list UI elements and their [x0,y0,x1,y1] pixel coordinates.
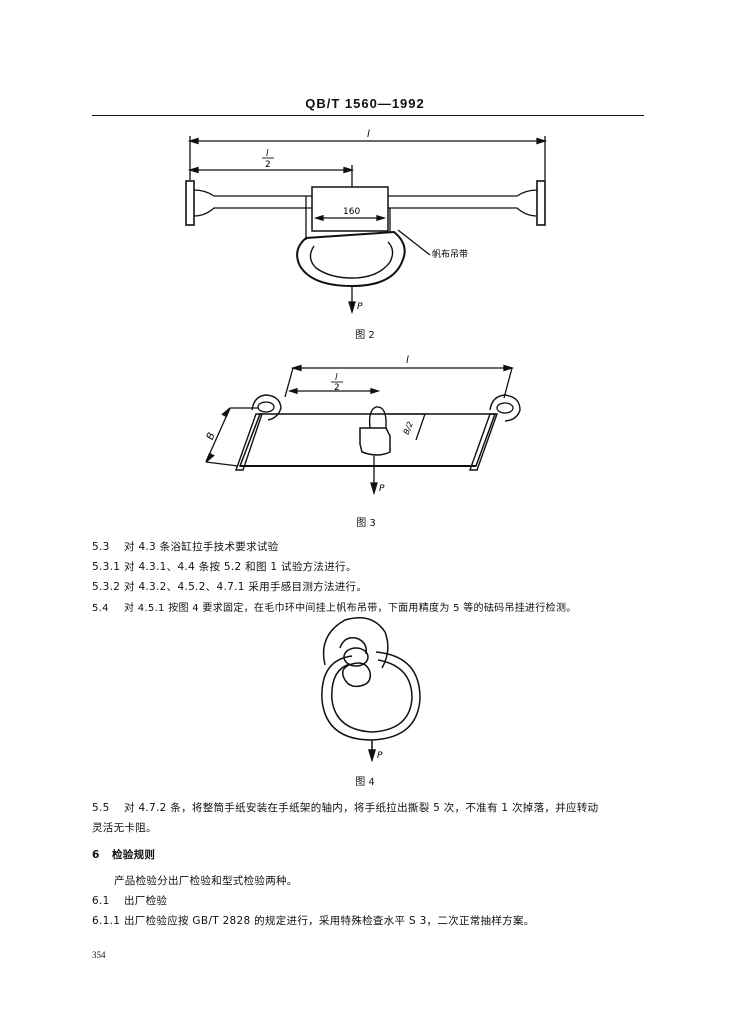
section-6-paragraph: 产品检验分出厂检验和型式检验两种。 [114,875,298,887]
section-5-5-continuation: 灵活无卡阻。 [92,822,157,834]
figure-2-drawing: l l 2 160 帆布吊带 P [185,129,548,315]
section-text: 对 4.3.2、4.5.2、4.7.1 采用手感目测方法进行。 [124,581,368,593]
figure-4-caption: 图 4 [355,777,375,788]
section-5-5: 5.5 对 4.7.2 条，将整筒手纸安装在手纸架的轴内，将手纸拉出撕裂 5 次，… [92,800,598,815]
section-num: 5.5 [92,802,110,814]
section-5-3: 5.3 对 4.3 条浴缸拉手技术要求试验 [92,539,278,554]
fig3-label-P: P [379,484,385,494]
fig3-label-l: l [406,355,409,366]
section-num: 6 [92,849,100,861]
fig2-label-P: P [357,302,363,312]
figure-2-caption: 图 2 [355,330,375,341]
fig2-label-l-half-num: l [266,149,269,159]
figure-3-caption: 图 3 [356,518,376,529]
fig2-label-l-half-den: 2 [265,160,271,170]
section-text: 对 4.3 条浴缸拉手技术要求试验 [124,541,279,553]
fig2-label-l: l [367,129,370,140]
section-num: 5.3.1 [92,561,121,573]
fig4-label-P: P [377,751,383,761]
section-6-1-heading: 6.1 出厂检验 [92,893,167,908]
section-num: 6.1 [92,895,110,907]
section-num: 5.3.2 [92,581,121,593]
section-5-4: 5.4 对 4.5.1 按图 4 要求固定，在毛巾环中间挂上帆布吊带，下面用精度为… [92,599,577,614]
section-num: 5.4 [92,603,109,614]
fig3-label-B: B [205,431,218,442]
fig2-label-160: 160 [343,207,360,217]
figure-3-drawing: l l 2 B B/2 P [205,355,521,496]
section-num: 5.3 [92,541,110,553]
section-num: 6.1.1 [92,915,121,927]
section-text: 对 4.5.1 按图 4 要求固定，在毛巾环中间挂上帆布吊带，下面用精度为 5 … [124,603,577,614]
section-6-heading: 6 检验规则 [92,847,155,862]
section-text: 出厂检验应按 GB/T 2828 的规定进行，采用特殊检查水平 S 3，二次正常… [124,915,535,927]
figure-4-drawing: P [321,617,421,762]
fig3-label-l-half-den: 2 [334,383,340,393]
section-title: 出厂检验 [124,895,168,907]
section-text: 对 4.3.1、4.4 条按 5.2 和图 1 试验方法进行。 [124,561,357,573]
section-title: 检验规则 [112,849,156,861]
fig2-label-strap: 帆布吊带 [432,248,468,260]
fig3-label-B-half: B/2 [402,420,415,436]
section-text-line-1: 对 4.7.2 条，将整筒手纸安装在手纸架的轴内，将手纸拉出撕裂 5 次，不准有… [124,802,599,814]
fig3-label-l-half-num: l [335,373,338,383]
header-rule [92,115,644,116]
document-header: QB/T 1560—1992 [305,96,425,111]
page-number: 354 [92,950,106,960]
